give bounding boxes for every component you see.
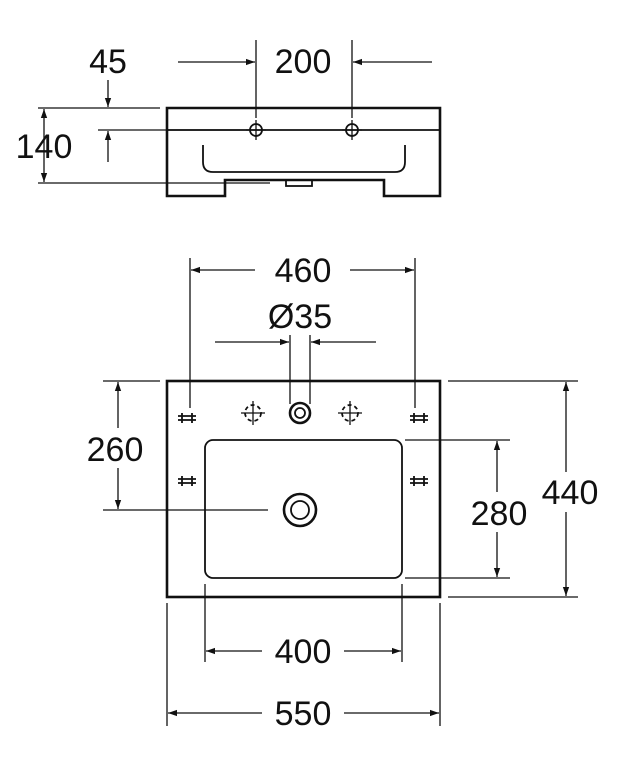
side-view-drain: [285, 179, 313, 187]
top-view-drain: [282, 492, 318, 528]
dim-460-label: 460: [275, 252, 332, 290]
top-view-basin-outline: [165, 379, 442, 599]
dim-140-label: 140: [16, 128, 73, 166]
bracket-marker-top-right: [410, 413, 428, 423]
side-view: 200 45 140: [16, 40, 442, 198]
side-view-bowl-curve: [202, 145, 406, 173]
side-view-tap-hole-right: [342, 120, 362, 140]
dim-260-label: 260: [87, 431, 144, 469]
dim-45-label: 45: [89, 43, 127, 81]
dim-200-label: 200: [275, 43, 332, 81]
dim-280-label: 280: [471, 495, 528, 533]
top-view-bowl: [204, 439, 403, 579]
side-view-tap-hole-left: [246, 120, 266, 140]
bracket-marker-top-left: [178, 413, 196, 423]
top-view-tap-hole-center: [288, 401, 312, 425]
bracket-marker-bottom-right: [410, 476, 428, 486]
top-view: 460 Ø35 260 280 440 400: [82, 252, 608, 733]
top-view-tap-hole-right: [338, 401, 362, 425]
dim-440-label: 440: [542, 474, 599, 512]
dim-550-label: 550: [275, 695, 332, 733]
side-view-basin-outline: [165, 106, 442, 198]
top-view-tap-hole-left: [241, 401, 265, 425]
dim-35-label: Ø35: [268, 298, 332, 336]
dim-400-label: 400: [275, 633, 332, 671]
bracket-marker-bottom-left: [178, 476, 196, 486]
